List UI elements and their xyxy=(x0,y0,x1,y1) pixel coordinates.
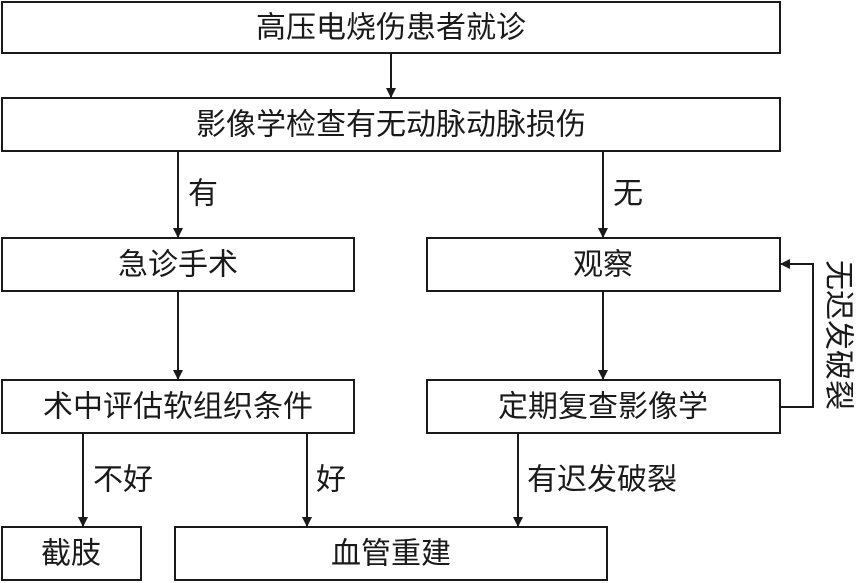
node-amputation-box xyxy=(1,526,142,581)
edge-label-no: 无 xyxy=(613,177,643,212)
node-assess-label: 术中评估软组织条件 xyxy=(43,390,313,425)
node-followup-box xyxy=(426,379,781,434)
node-reconstruction-label: 血管重建 xyxy=(331,537,451,572)
node-followup-label: 定期复查影像学 xyxy=(498,390,708,425)
edge-label-bad: 不好 xyxy=(93,463,153,498)
node-reconstruction-box xyxy=(174,526,608,581)
node-amputation-label: 截肢 xyxy=(41,537,101,572)
edge-label-delayed-rupture: 有迟发破裂 xyxy=(527,463,677,498)
edge-label-yes: 有 xyxy=(188,177,218,212)
node-emergency-surgery-label: 急诊手术 xyxy=(118,248,238,283)
node-imaging-box xyxy=(1,97,781,152)
edge-followup-loop-to-observe xyxy=(780,259,814,408)
edge-label-no-delayed-rupture: 无迟发破裂 xyxy=(821,260,856,410)
node-imaging-label: 影像学检查有无动脉动脉损伤 xyxy=(196,108,586,143)
edge-label-good: 好 xyxy=(316,463,346,498)
node-assess-box xyxy=(1,379,355,434)
node-visit-box xyxy=(1,1,781,54)
node-observe-label: 观察 xyxy=(573,248,633,283)
node-emergency-surgery-box xyxy=(1,237,355,292)
node-visit-label: 高压电烧伤患者就诊 xyxy=(256,11,526,46)
